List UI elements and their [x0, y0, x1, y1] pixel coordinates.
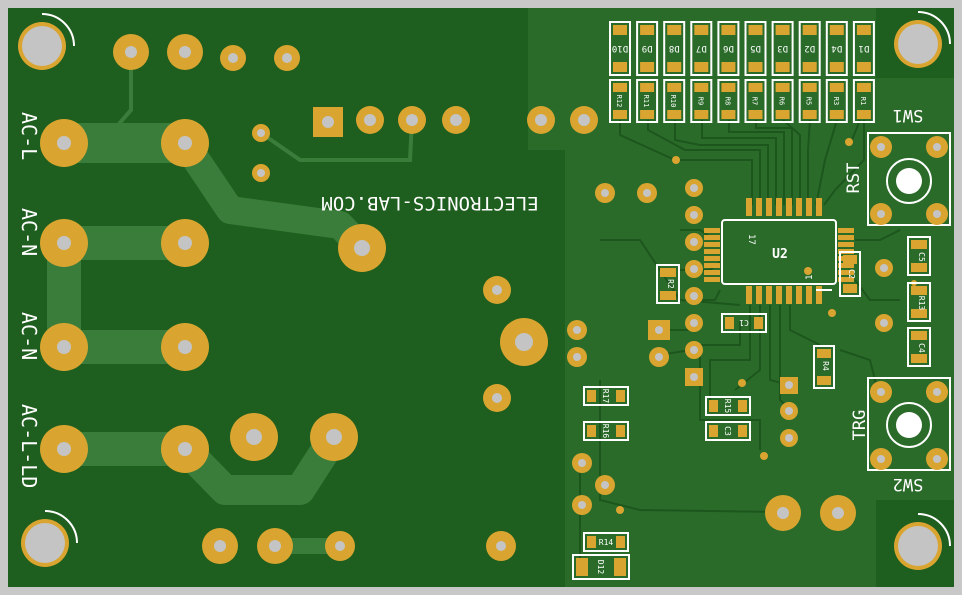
r2: R2	[656, 264, 680, 304]
sw1-ref-label: SW1	[893, 105, 924, 125]
svg-text:R15: R15	[723, 399, 732, 414]
led-label: D10	[612, 43, 628, 53]
led-resistor-r6: R6	[771, 79, 794, 123]
led-d8: D8	[663, 21, 686, 76]
led-resistor-r5: R5	[798, 79, 821, 123]
svg-text:R16: R16	[601, 424, 610, 439]
led-resistor-label: R6	[778, 97, 786, 105]
led-d5: D5	[744, 21, 767, 76]
ic-pin1-marker: 1	[805, 275, 815, 280]
c4: C4	[907, 327, 931, 367]
led-resistor-label: R7	[751, 97, 759, 105]
led-resistor-r9: R9	[690, 79, 713, 123]
led-d7: D7	[690, 21, 713, 76]
c1-top: C1	[721, 313, 767, 333]
svg-text:C5: C5	[917, 252, 926, 262]
c3: C3	[705, 421, 751, 441]
led-d9: D9	[636, 21, 659, 76]
led-label: D9	[642, 43, 653, 53]
led-resistor-r3: R3	[825, 79, 848, 123]
led-d6: D6	[717, 21, 740, 76]
r17: R17	[583, 386, 629, 406]
sw2-function-label: TRG	[850, 410, 870, 441]
switch-sw1	[867, 132, 951, 226]
led-label: D1	[858, 43, 869, 53]
led-d10: D10	[609, 21, 631, 76]
mcu-pads	[704, 198, 854, 304]
led-label: D3	[777, 43, 788, 53]
mounting-hole-tr	[894, 11, 951, 68]
led-resistor-r11: R11	[636, 79, 659, 123]
svg-text:R2: R2	[666, 279, 675, 289]
led-d4: D4	[825, 21, 848, 76]
led-resistor-r1: R1	[852, 79, 875, 123]
led-resistor-r8: R8	[717, 79, 740, 123]
r14: R14	[583, 532, 629, 552]
mounting-holes	[18, 11, 951, 570]
svg-text:C3: C3	[723, 426, 732, 436]
connector-label-3: AC-N	[17, 312, 41, 360]
svg-text:D12: D12	[596, 560, 605, 575]
led-label: D5	[750, 43, 761, 53]
mounting-hole-bl	[21, 510, 78, 567]
svg-text:C2: C2	[847, 269, 856, 279]
led-label: D7	[696, 43, 707, 53]
smd-components: R2 C1 C2 R4 C5 R13 C	[572, 236, 931, 580]
mounting-hole-tl	[18, 13, 75, 70]
connector-label-1: AC-L	[17, 112, 41, 160]
svg-text:R4: R4	[821, 361, 830, 371]
connector-label-4: AC-L-LD	[17, 404, 41, 488]
d12: D12	[572, 554, 630, 580]
ic-pin17-marker: 17	[746, 234, 756, 245]
led-resistor-label: R8	[723, 97, 731, 105]
led-resistor-r12: R12	[609, 79, 631, 123]
led-d3: D3	[771, 21, 794, 76]
ic-label: U2	[772, 247, 788, 262]
svg-text:C1: C1	[739, 318, 749, 327]
led-resistor-label: R11	[642, 95, 650, 108]
led-label: D8	[669, 43, 680, 53]
led-resistor-label: R3	[832, 97, 840, 105]
led-resistor-label: R5	[805, 97, 813, 105]
vias	[616, 138, 917, 514]
c5: C5	[907, 236, 931, 276]
led-resistor-label: R1	[859, 97, 867, 105]
connector-label-2: AC-N	[17, 208, 41, 256]
led-resistor-r10: R10	[663, 79, 686, 123]
pad-drill-holes	[57, 46, 888, 552]
r15: R15	[705, 396, 751, 416]
led-resistor-label: R12	[615, 95, 623, 108]
r13: R13	[907, 282, 931, 322]
silkscreen-labels: AC-L AC-N AC-N AC-L-LD ELECTRONICS-LAB.C…	[17, 105, 923, 494]
led-resistor-label: R10	[669, 95, 677, 108]
r4: R4	[813, 345, 835, 389]
svg-text:C4: C4	[917, 343, 926, 353]
svg-text:R14: R14	[599, 538, 614, 547]
website-label: ELECTRONICS-LAB.COM	[321, 192, 538, 214]
r16: R16	[583, 421, 629, 441]
through-hole-pads	[40, 34, 893, 564]
sw2-ref-label: SW2	[893, 474, 924, 494]
mounting-hole-br	[894, 513, 951, 570]
led-d2: D2	[798, 21, 821, 76]
led-resistor-r7: R7	[744, 79, 767, 123]
svg-text:R13: R13	[917, 296, 926, 311]
sw1-function-label: RST	[844, 163, 864, 194]
copper-pour-region	[528, 8, 954, 587]
led-resistor-label: R9	[696, 97, 704, 105]
led-label: D2	[804, 43, 815, 53]
svg-text:R17: R17	[601, 389, 610, 404]
mcu-u2: U2 1 17	[704, 198, 854, 304]
led-label: D6	[723, 43, 734, 53]
led-label: D4	[831, 43, 842, 53]
led-d1: D1	[852, 21, 875, 76]
switch-sw2	[867, 377, 951, 471]
c2: C2	[839, 251, 861, 297]
